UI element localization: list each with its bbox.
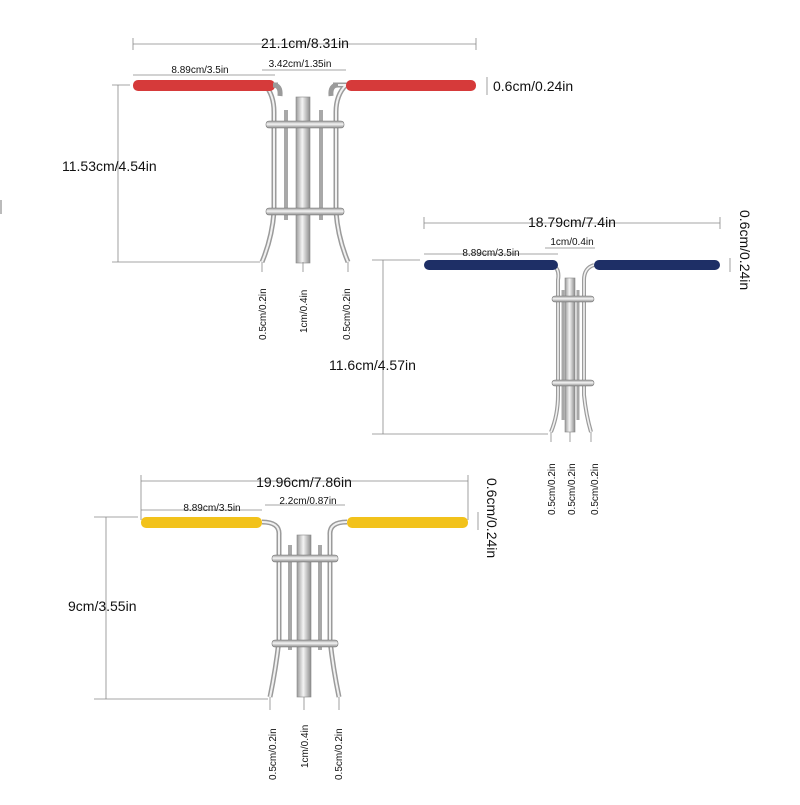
edge-mark [0,200,2,214]
overall-width-label: 19.96cm/7.86in [256,474,352,490]
handle-length-label: 8.89cm/3.5in [462,248,519,259]
tip-left-label: 0.5cm/0.2in [547,463,558,515]
tool-drawing [424,260,720,433]
handle-right [346,80,476,91]
rod-diameter-label: 0.6cm/0.24in [737,210,753,290]
rod-diameter-label: 0.6cm/0.24in [484,478,500,558]
tip-right-label: 0.5cm/0.2in [334,728,345,780]
overall-width-label: 18.79cm/7.4in [528,214,616,230]
handle-right [347,517,468,528]
gap-label: 1cm/0.4in [550,237,593,248]
handle-left [141,517,262,528]
product-navy: 18.79cm/7.4in 8.89cm/3.5in 1cm/0.4in 0.6… [329,210,753,515]
height-label: 9cm/3.55in [68,598,136,614]
tool-drawing [133,80,476,264]
product-red: 21.1cm/8.31in 8.89cm/3.5in 3.42cm/1.35in… [62,35,573,340]
tip-left-label: 0.5cm/0.2in [268,728,279,780]
tip-center-label: 0.5cm/0.2in [567,463,578,515]
rod-diameter-label: 0.6cm/0.24in [493,78,573,94]
handle-length-label: 8.89cm/3.5in [183,503,240,514]
gap-label: 2.2cm/0.87in [279,496,336,507]
height-label: 11.53cm/4.54in [62,158,157,174]
product-yellow: 19.96cm/7.86in 8.89cm/3.5in 2.2cm/0.87in… [68,474,500,780]
handle-left [424,260,558,270]
tip-left-label: 0.5cm/0.2in [258,288,269,340]
handle-length-label: 8.89cm/3.5in [171,65,228,76]
height-label: 11.6cm/4.57in [329,357,416,373]
tool-drawing [141,517,468,698]
overall-width-label: 21.1cm/8.31in [261,35,349,51]
gap-label: 3.42cm/1.35in [269,59,332,70]
handle-left [133,80,275,91]
tip-right-label: 0.5cm/0.2in [342,288,353,340]
tip-right-label: 0.5cm/0.2in [590,463,601,515]
tip-center-label: 1cm/0.4in [300,725,311,768]
tip-center-label: 1cm/0.4in [299,290,310,333]
handle-right [594,260,720,270]
